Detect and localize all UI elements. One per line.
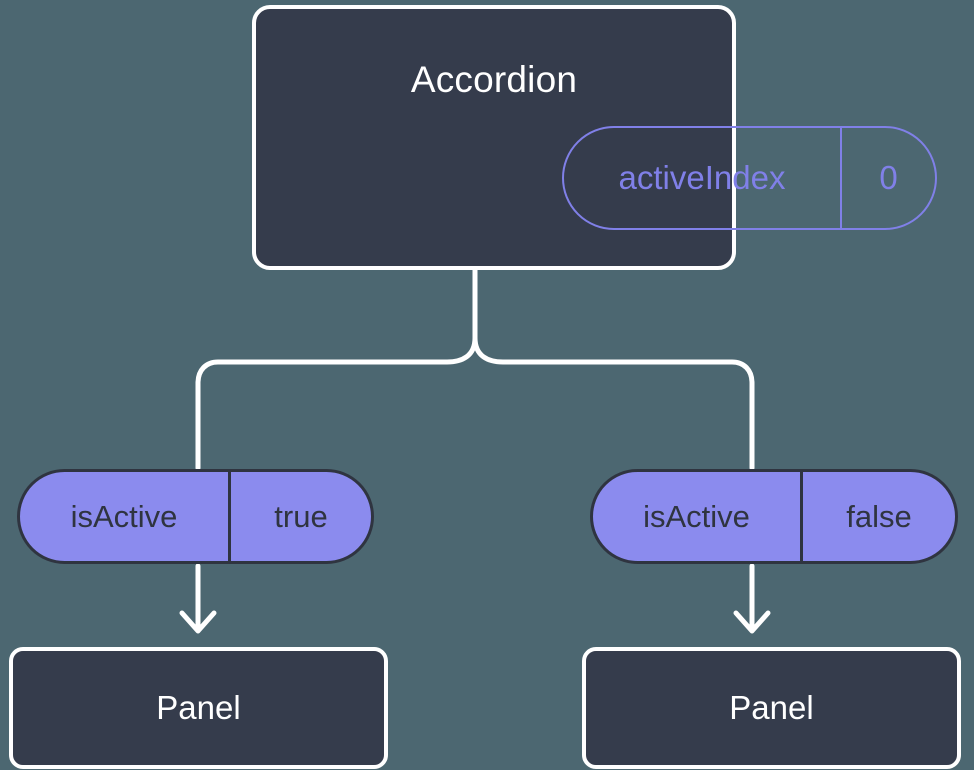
arrow-right-head — [733, 610, 771, 634]
isactive-true-key: isActive — [20, 472, 231, 561]
isactive-false-value: false — [846, 498, 912, 534]
activeindex-prop-pill[interactable]: activeIndex 0 — [562, 126, 937, 230]
accordion-node[interactable]: Accordion activeIndex 0 — [252, 5, 937, 270]
panel-node-right[interactable]: Panel — [582, 647, 961, 769]
accordion-node-title: Accordion — [410, 59, 578, 100]
isactive-false-key: isActive — [593, 472, 803, 561]
panel-node-left-title: Panel — [156, 689, 241, 726]
branch-right-line — [472, 335, 755, 471]
panel-node-right-title: Panel — [729, 689, 814, 726]
panel-node-left[interactable]: Panel — [9, 647, 388, 769]
activeindex-prop-value: 0 — [879, 159, 898, 196]
arrow-left-head — [179, 610, 217, 634]
isactive-true-pill[interactable]: isActive true — [17, 469, 374, 564]
isactive-false-pill[interactable]: isActive false — [590, 469, 958, 564]
branch-left-line — [195, 335, 478, 471]
activeindex-prop-key: activeIndex — [564, 128, 842, 228]
isactive-true-value: true — [274, 498, 328, 534]
